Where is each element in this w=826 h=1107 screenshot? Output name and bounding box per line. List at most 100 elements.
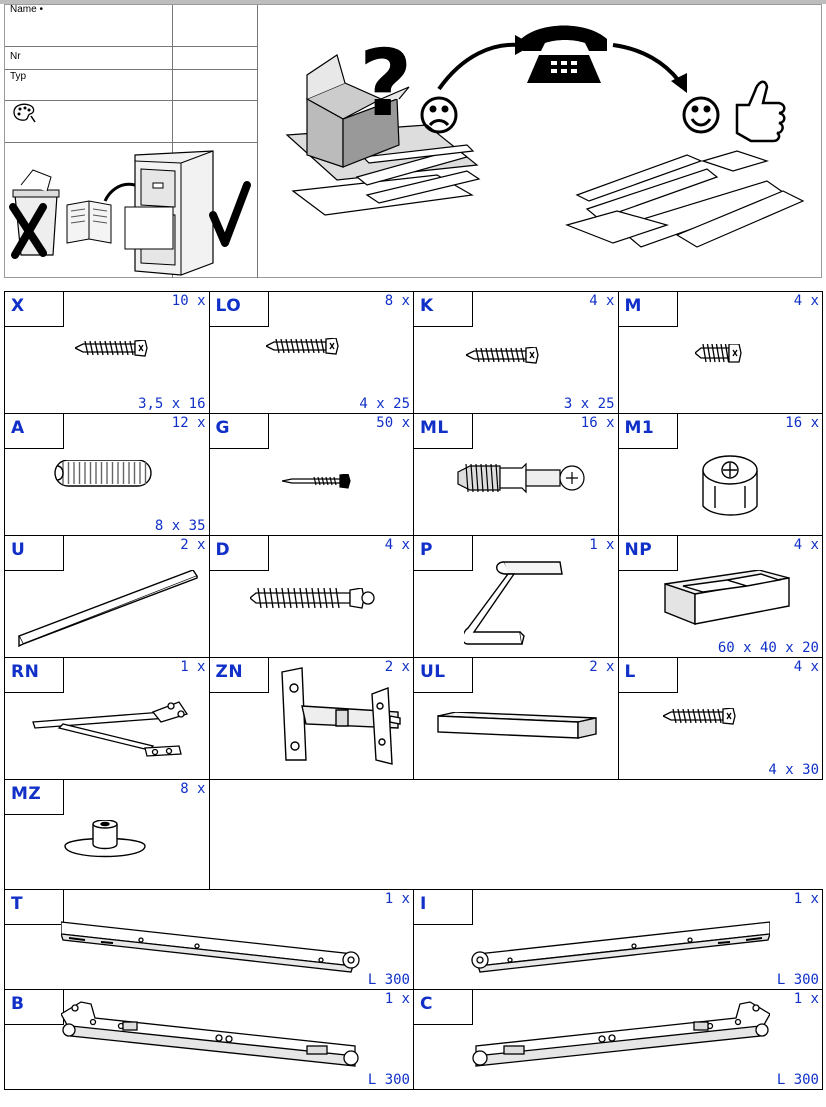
part-code: P xyxy=(420,540,433,560)
part-code: ML xyxy=(420,418,449,438)
glide-foot-icon xyxy=(64,820,146,858)
part-size: L 300 xyxy=(776,1072,819,1088)
part-quantity: 12 x xyxy=(171,415,206,431)
part-quantity: 16 x xyxy=(580,415,615,431)
part-cell: G 50 x xyxy=(208,413,414,536)
part-code-box: RN xyxy=(4,657,64,693)
filing-cabinet-icon xyxy=(124,150,214,276)
part-cell: X 10 x 3,5 x 16 xyxy=(4,291,210,414)
hinge-icon xyxy=(280,667,401,765)
part-code: M1 xyxy=(624,418,655,438)
missing-parts-illustration: ? xyxy=(285,25,805,248)
part-code-box: UL xyxy=(413,657,473,693)
part-cell: K 4 x 3 x 25 xyxy=(413,291,619,414)
part-quantity: 16 x xyxy=(785,415,819,431)
part-size: L 300 xyxy=(367,1072,410,1088)
lid-stay-icon xyxy=(32,701,189,757)
instruction-header: Name • Nr Typ xyxy=(4,4,822,278)
name-label: Name • xyxy=(10,4,43,15)
part-size: 4 x 25 xyxy=(359,396,410,412)
nr-label: Nr xyxy=(10,51,21,62)
part-code: K xyxy=(420,296,434,316)
trash-bin-icon xyxy=(9,169,60,259)
part-code-box: D xyxy=(208,535,269,571)
damaged-package-icon xyxy=(285,54,481,216)
happy-face-icon xyxy=(682,96,720,134)
sad-face-icon xyxy=(420,96,458,134)
part-quantity: 4 x xyxy=(384,537,410,553)
arrow-icon xyxy=(437,42,520,91)
part-quantity: 4 x xyxy=(589,293,615,309)
part-code: NP xyxy=(624,540,653,560)
part-code: LO xyxy=(215,296,242,316)
part-code-box: K xyxy=(413,291,473,327)
part-code-box: NP xyxy=(617,535,678,571)
part-cell: M 4 x xyxy=(617,291,823,414)
part-quantity: 50 x xyxy=(376,415,410,431)
part-cell: D 4 x xyxy=(208,535,414,658)
screw-icon xyxy=(466,347,539,364)
arrow-icon xyxy=(612,43,681,83)
question-mark-icon: ? xyxy=(359,30,412,137)
part-code-box: B xyxy=(4,989,64,1025)
part-code: UL xyxy=(420,662,446,682)
part-quantity: 2 x xyxy=(180,537,206,553)
checkmark-icon xyxy=(209,181,251,247)
part-code-box: M xyxy=(617,291,678,327)
part-code: I xyxy=(420,894,427,914)
rail-cell: I 1 x L 300 xyxy=(413,889,823,990)
part-cell: NP 4 x 60 x 40 x 20 xyxy=(617,535,823,658)
part-quantity: 8 x xyxy=(384,293,410,309)
part-quantity: 10 x xyxy=(171,293,206,309)
screw-icon xyxy=(662,708,736,725)
part-quantity: 2 x xyxy=(589,659,615,675)
part-code: C xyxy=(420,994,433,1014)
part-code-box: C xyxy=(413,989,473,1025)
part-cell: LO 8 x 4 x 25 xyxy=(208,291,414,414)
part-size: 8 x 35 xyxy=(154,518,206,534)
part-cell: RN 1 x xyxy=(4,657,210,780)
part-quantity: 1 x xyxy=(384,891,410,907)
part-code: RN xyxy=(11,662,40,682)
angle-profile-icon xyxy=(18,570,199,648)
part-code-box: G xyxy=(208,413,269,449)
part-code-box: LO xyxy=(208,291,269,327)
part-quantity: 4 x xyxy=(793,293,819,309)
part-code-box: MZ xyxy=(4,779,64,815)
drawer-rail-icon xyxy=(471,921,770,973)
part-cell: ZN 2 x xyxy=(208,657,414,780)
color-palette-icon xyxy=(13,103,36,123)
divider xyxy=(5,46,257,47)
short-screw-icon xyxy=(694,344,742,363)
part-size: 3 x 25 xyxy=(563,396,615,412)
part-quantity: 2 x xyxy=(384,659,410,675)
part-cell: UL 2 x xyxy=(413,657,619,780)
part-cell: L 4 x 4 x 30 xyxy=(617,657,823,780)
part-code: T xyxy=(11,894,24,914)
nail-icon xyxy=(281,474,351,489)
part-code-box: M1 xyxy=(617,413,678,449)
divider xyxy=(5,142,257,143)
part-code: M xyxy=(624,296,642,316)
part-code-box: T xyxy=(4,889,64,925)
typ-label: Typ xyxy=(10,71,27,82)
part-code: B xyxy=(11,994,25,1014)
screw-icon xyxy=(265,338,339,355)
part-code: U xyxy=(11,540,26,560)
long-screw-icon xyxy=(249,588,375,609)
part-code-box: L xyxy=(617,657,678,693)
drawer-slide-icon xyxy=(61,1001,359,1067)
hex-key-icon xyxy=(464,561,563,645)
bar-icon xyxy=(437,712,597,739)
cam-bolt-icon xyxy=(457,462,585,494)
divider xyxy=(5,100,257,101)
part-cell: M1 16 x xyxy=(617,413,823,536)
drawer-slide-icon xyxy=(472,1001,770,1067)
part-quantity: 1 x xyxy=(384,991,410,1007)
foot-block-icon xyxy=(663,570,790,626)
telephone-icon xyxy=(521,25,607,83)
part-code: L xyxy=(624,662,636,682)
part-code: G xyxy=(215,418,230,438)
part-size: 60 x 40 x 20 xyxy=(717,640,819,656)
part-code-box: U xyxy=(4,535,64,571)
